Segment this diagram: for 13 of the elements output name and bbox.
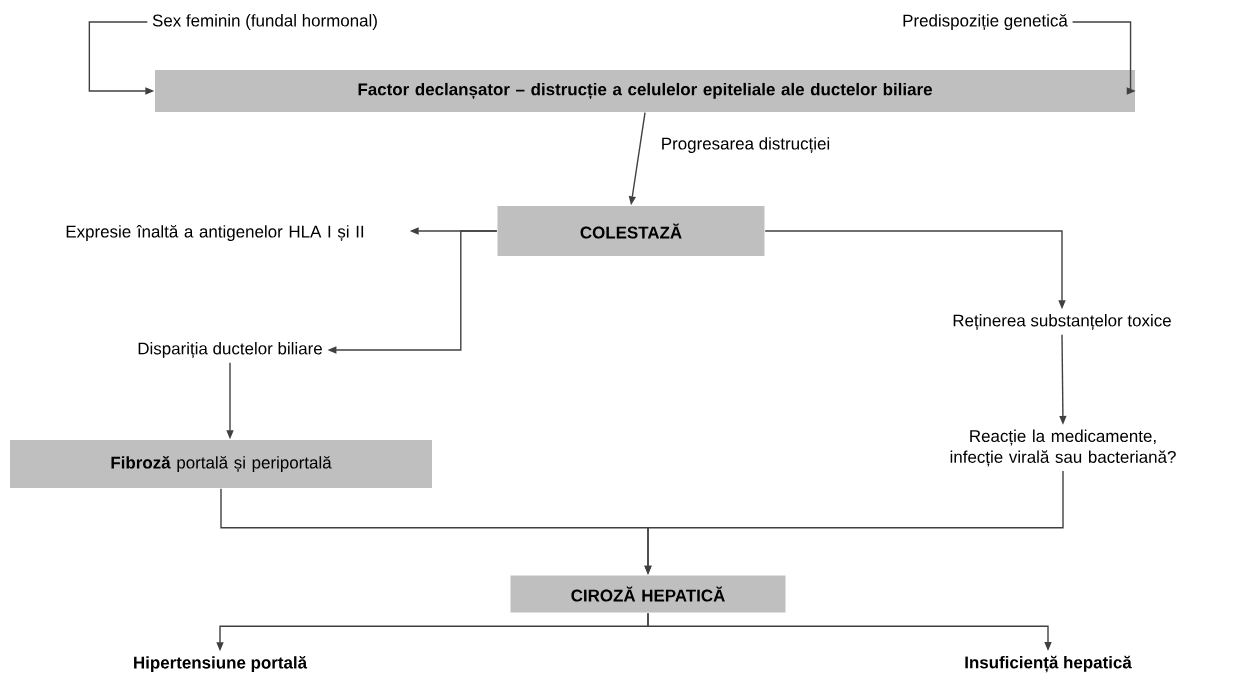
process-box: Factor declanșator – distrucție a celulelor epiteliale ale ductelor biliare bbox=[155, 70, 1135, 112]
node-text: Reținerea substanțelor toxice bbox=[953, 314, 1171, 330]
node-text: Hipertensiune portală bbox=[134, 656, 308, 672]
edge-label: Progresarea distrucției bbox=[658, 135, 833, 156]
process-box: CIROZĂ HEPATICĂ bbox=[510, 575, 786, 613]
node-text: Reacție la medicamente, infecție virală sau bacteriană? bbox=[950, 429, 1176, 467]
node-text: Sex feminin (fundal hormonal) bbox=[152, 14, 377, 30]
node-text: Insuficiență hepatică bbox=[965, 655, 1132, 673]
process-box: COLESTAZĂ bbox=[497, 206, 765, 256]
process-box: Fibroză portală și periportală bbox=[10, 440, 432, 488]
node-text: Expresie înaltă a antigenelor HLA I și II bbox=[66, 224, 364, 242]
node-text: Dispariția ductelor biliare bbox=[138, 342, 322, 358]
node-text: Predispoziție genetică bbox=[903, 13, 1068, 31]
